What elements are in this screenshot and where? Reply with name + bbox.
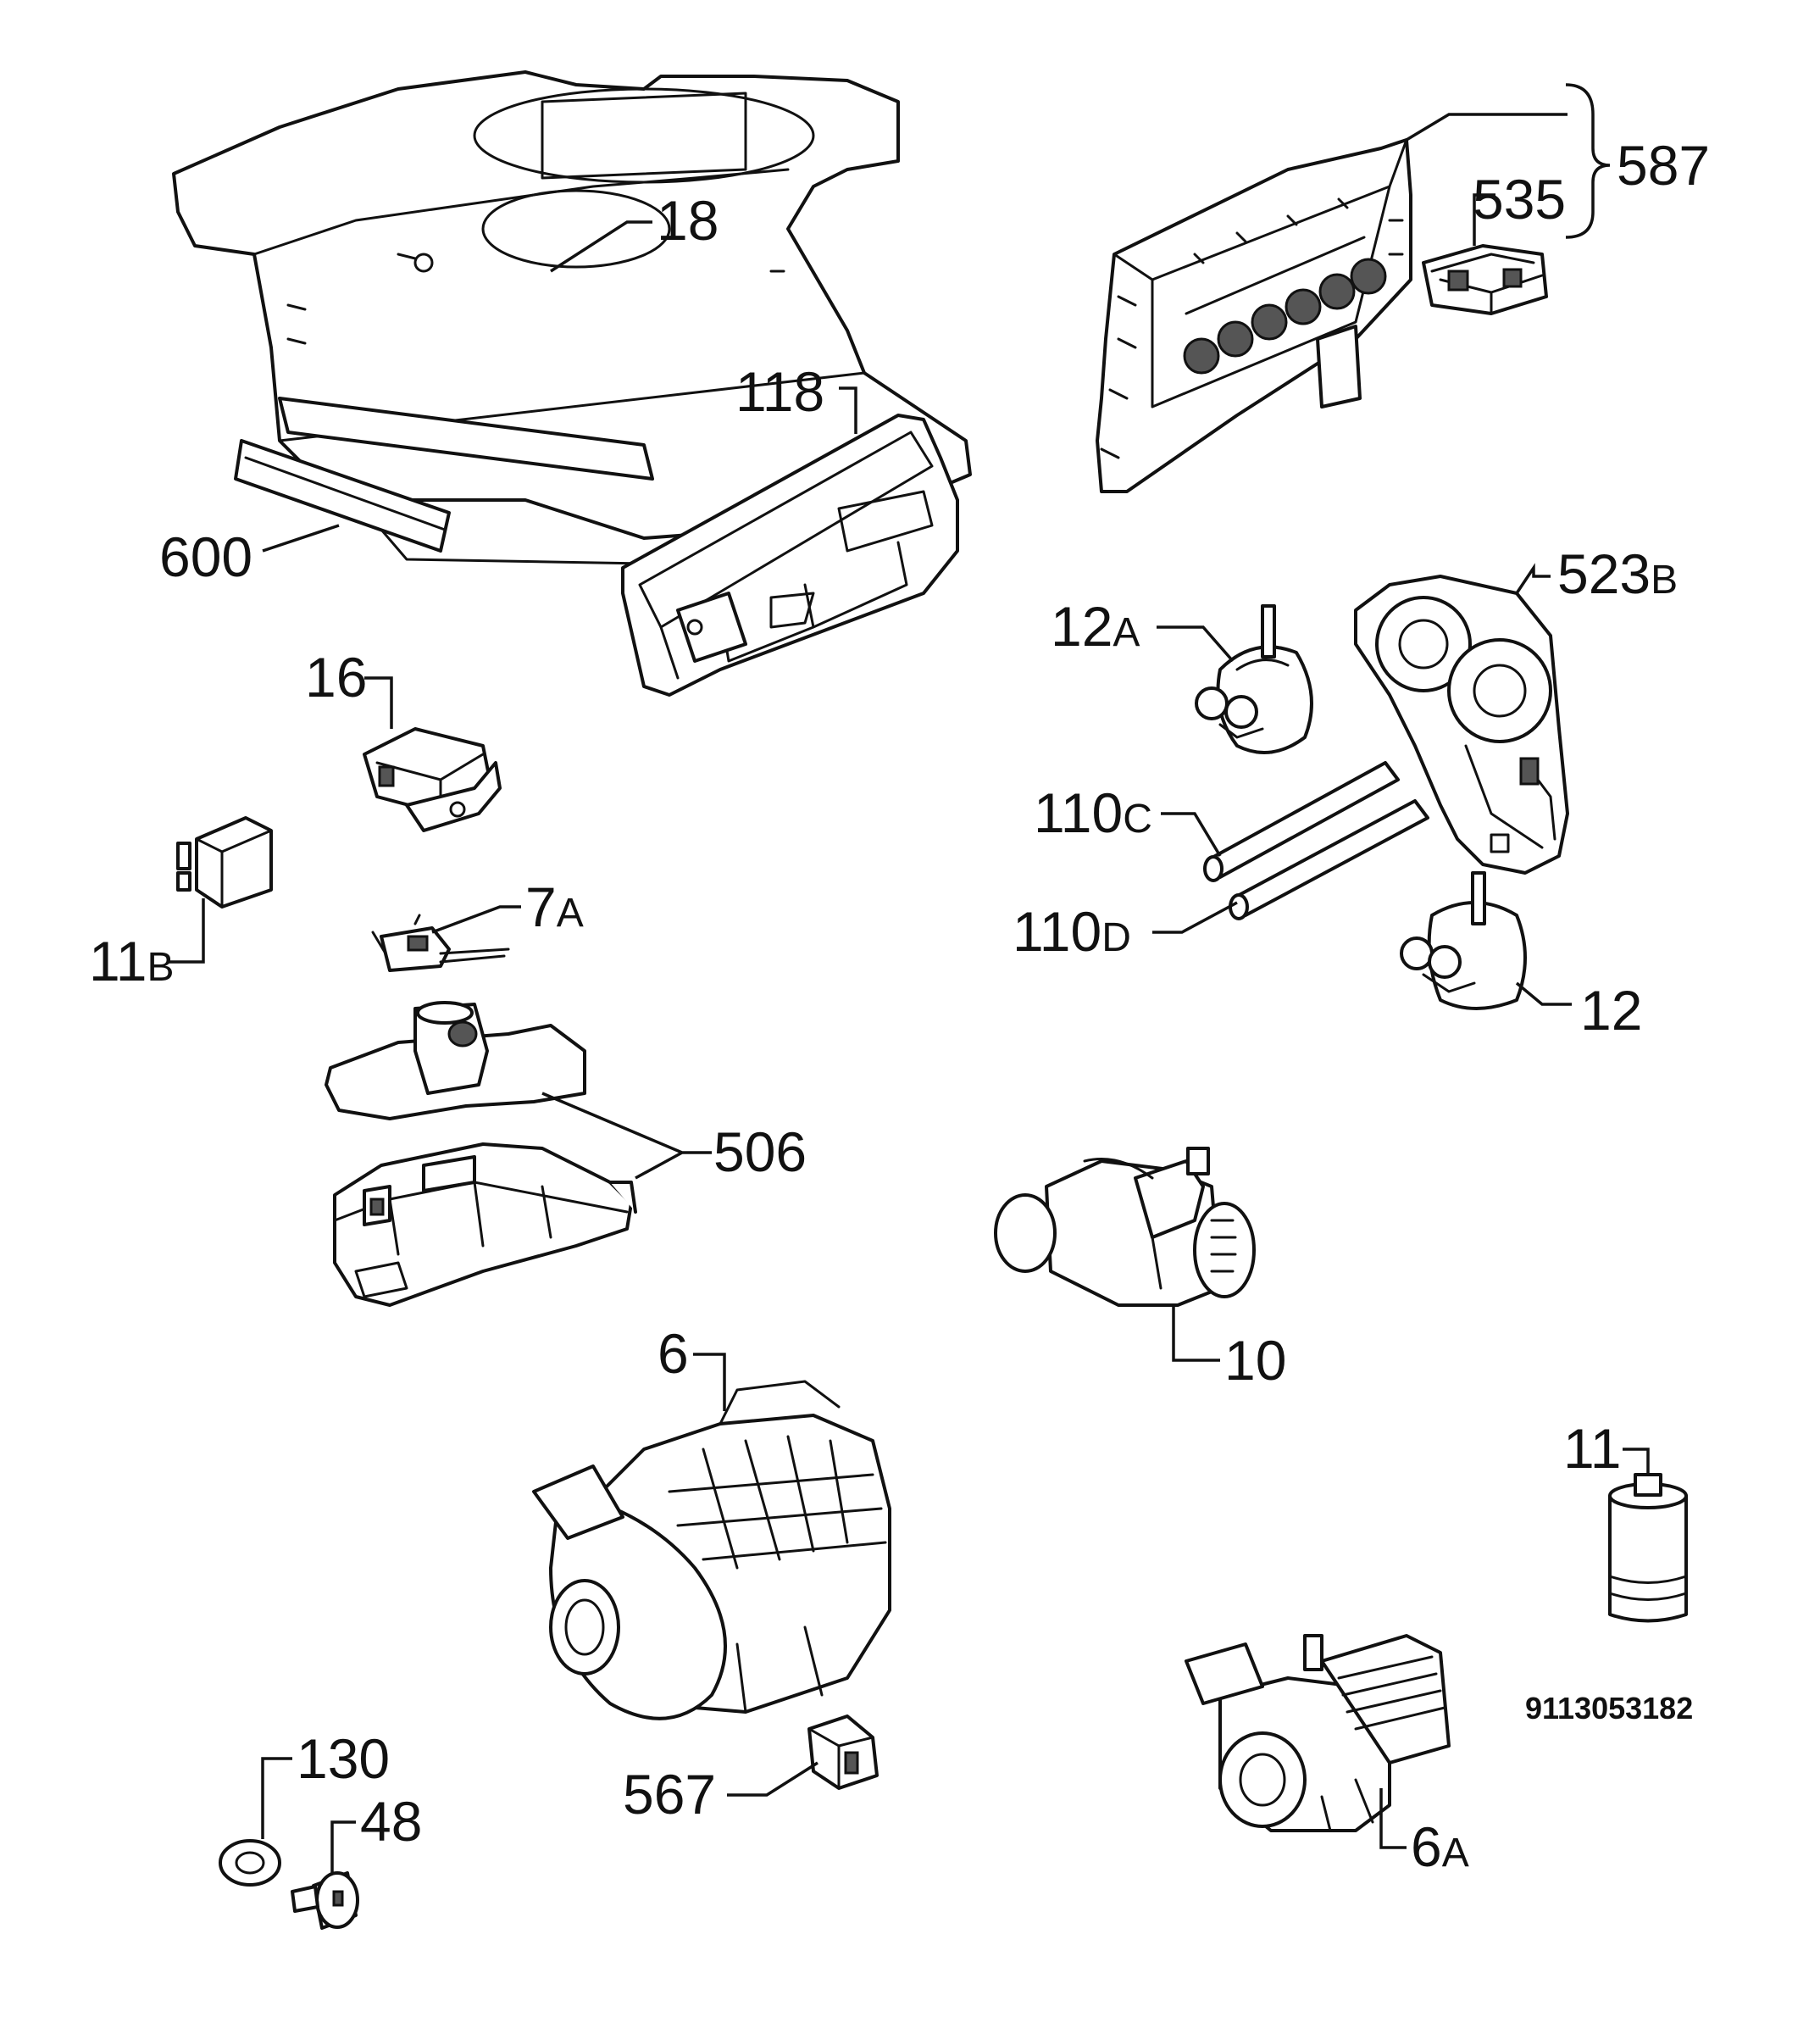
label-523b: 523B xyxy=(1557,542,1678,605)
label-11b: 11B xyxy=(89,930,175,992)
part-18-duct xyxy=(172,70,972,565)
label-600: 600 xyxy=(159,525,252,588)
leader-587 xyxy=(1406,113,1568,142)
label-110d: 110D xyxy=(1013,900,1131,963)
leader-506 xyxy=(541,1092,712,1180)
label-7a: 7A xyxy=(525,875,584,938)
part-567-clip xyxy=(807,1714,879,1790)
leader-110c xyxy=(1161,812,1222,857)
label-506: 506 xyxy=(713,1120,807,1183)
part-110c-tube xyxy=(1203,761,1400,882)
leader-11b xyxy=(168,898,205,964)
leader-12a xyxy=(1157,625,1235,663)
leader-7a xyxy=(431,905,521,934)
part-110d-tube xyxy=(1229,799,1429,920)
label-48: 48 xyxy=(360,1790,422,1853)
brace-587 xyxy=(1565,83,1611,239)
label-6a: 6A xyxy=(1411,1815,1469,1878)
leader-6a xyxy=(1379,1788,1407,1849)
label-12: 12 xyxy=(1580,979,1642,1042)
label-6: 6 xyxy=(658,1322,689,1385)
label-18: 18 xyxy=(657,189,719,252)
label-118: 118 xyxy=(735,360,824,423)
leader-110d xyxy=(1152,901,1238,934)
part-12-pressure-switch xyxy=(1400,871,1527,1010)
leader-16 xyxy=(364,676,393,729)
leader-118 xyxy=(839,386,857,434)
part-11-capacitor xyxy=(1608,1473,1688,1623)
leader-18 xyxy=(550,220,652,273)
label-16: 16 xyxy=(305,646,367,709)
part-587-electronic-module xyxy=(1096,138,1412,493)
label-130: 130 xyxy=(297,1727,390,1790)
part-7a-microswitch xyxy=(371,914,510,972)
leader-567 xyxy=(727,1761,818,1797)
part-48-plug xyxy=(291,1871,359,1930)
label-587: 587 xyxy=(1617,134,1710,197)
part-535-connector xyxy=(1422,244,1548,315)
diagram-code: 9113053182 xyxy=(1525,1691,1693,1726)
part-6a-drain-pump xyxy=(1185,1634,1451,1832)
label-10: 10 xyxy=(1224,1329,1286,1392)
label-110c: 110C xyxy=(1034,781,1152,844)
label-12a: 12A xyxy=(1051,595,1140,658)
leader-535 xyxy=(1473,193,1495,246)
leader-523b xyxy=(1515,563,1551,594)
leader-10 xyxy=(1172,1305,1220,1362)
part-118-dispenser xyxy=(621,414,959,697)
part-6-pump-motor xyxy=(532,1380,891,1720)
leader-12 xyxy=(1515,981,1572,1006)
part-506-float-assembly xyxy=(325,1001,637,1307)
part-130-gasket xyxy=(219,1839,281,1887)
leader-11 xyxy=(1623,1448,1650,1475)
part-10-heater xyxy=(994,1147,1256,1307)
label-11: 11 xyxy=(1563,1417,1622,1480)
leader-48 xyxy=(330,1820,356,1873)
part-11b-relay xyxy=(176,816,273,909)
module-knob-row xyxy=(1183,258,1387,375)
label-535: 535 xyxy=(1473,168,1566,231)
part-16-switch xyxy=(363,727,502,832)
leader-600 xyxy=(262,524,340,553)
part-523b-bracket xyxy=(1354,575,1569,875)
part-12a-pressure-switch xyxy=(1195,604,1313,754)
leader-6 xyxy=(693,1353,726,1411)
label-567: 567 xyxy=(623,1763,716,1826)
leader-130 xyxy=(261,1757,292,1839)
